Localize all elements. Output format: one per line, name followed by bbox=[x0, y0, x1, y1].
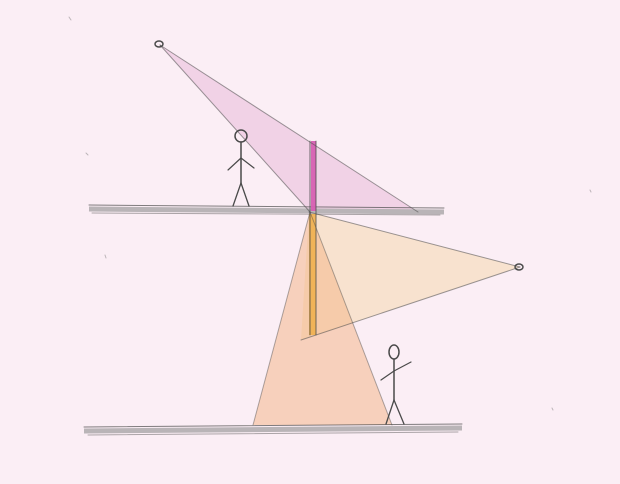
upper-post bbox=[311, 141, 316, 211]
